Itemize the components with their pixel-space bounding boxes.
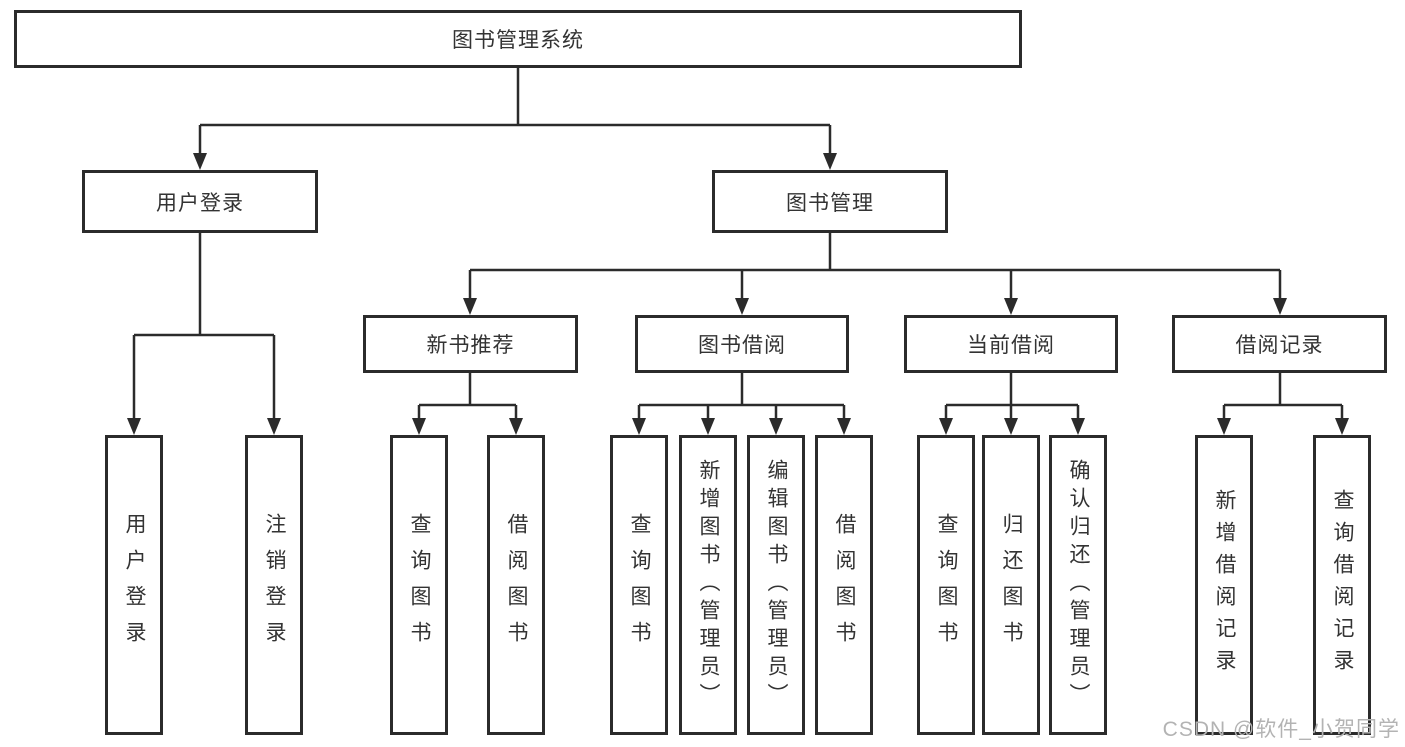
node-leaf-add-books-admin-label: 新增图书（管理员） <box>697 459 720 711</box>
node-leaf-logout-label: 注销登录 <box>263 513 286 657</box>
node-leaf-user-login-label: 用户登录 <box>123 513 146 657</box>
node-leaf-add-books-admin: 新增图书（管理员） <box>679 435 737 735</box>
node-leaf-query-borrow-record-label: 查询借阅记录 <box>1331 489 1354 681</box>
csdn-watermark: CSDN @软件_小贺同学 <box>1162 718 1400 741</box>
node-leaf-borrow-books-1-label: 借阅图书 <box>505 513 528 657</box>
node-root-label: 图书管理系统 <box>452 29 584 52</box>
node-leaf-borrow-books-2-label: 借阅图书 <box>833 513 856 657</box>
node-current-borrow-label: 当前借阅 <box>967 334 1055 357</box>
node-leaf-logout: 注销登录 <box>245 435 303 735</box>
node-leaf-user-login: 用户登录 <box>105 435 163 735</box>
node-leaf-query-books-2-label: 查询图书 <box>628 513 651 657</box>
node-book-management: 图书管理 <box>712 170 948 233</box>
node-book-borrow: 图书借阅 <box>635 315 849 373</box>
node-user-login: 用户登录 <box>82 170 318 233</box>
node-leaf-add-borrow-record-label: 新增借阅记录 <box>1213 489 1236 681</box>
node-leaf-confirm-return-admin: 确认归还（管理员） <box>1049 435 1107 735</box>
node-user-login-label: 用户登录 <box>156 191 244 215</box>
node-leaf-edit-books-admin-label: 编辑图书（管理员） <box>765 459 788 711</box>
node-borrow-records: 借阅记录 <box>1172 315 1387 373</box>
node-leaf-query-books-1-label: 查询图书 <box>408 513 431 657</box>
node-leaf-borrow-books-2: 借阅图书 <box>815 435 873 735</box>
node-leaf-query-books-1: 查询图书 <box>390 435 448 735</box>
node-leaf-query-books-3: 查询图书 <box>917 435 975 735</box>
node-new-book-recommend: 新书推荐 <box>363 315 578 373</box>
node-current-borrow: 当前借阅 <box>904 315 1118 373</box>
node-leaf-query-borrow-record: 查询借阅记录 <box>1313 435 1371 735</box>
node-new-book-recommend-label: 新书推荐 <box>426 334 515 357</box>
node-leaf-confirm-return-admin-label: 确认归还（管理员） <box>1067 459 1090 711</box>
node-leaf-return-books-label: 归还图书 <box>1000 513 1023 657</box>
node-leaf-query-books-3-label: 查询图书 <box>935 513 958 657</box>
node-leaf-borrow-books-1: 借阅图书 <box>487 435 545 735</box>
node-borrow-records-label: 借阅记录 <box>1235 334 1324 357</box>
node-book-borrow-label: 图书借阅 <box>698 334 786 357</box>
node-root-system: 图书管理系统 <box>14 10 1022 68</box>
node-leaf-add-borrow-record: 新增借阅记录 <box>1195 435 1253 735</box>
node-leaf-edit-books-admin: 编辑图书（管理员） <box>747 435 805 735</box>
node-book-management-label: 图书管理 <box>786 191 874 215</box>
node-leaf-return-books: 归还图书 <box>982 435 1040 735</box>
node-leaf-query-books-2: 查询图书 <box>610 435 668 735</box>
